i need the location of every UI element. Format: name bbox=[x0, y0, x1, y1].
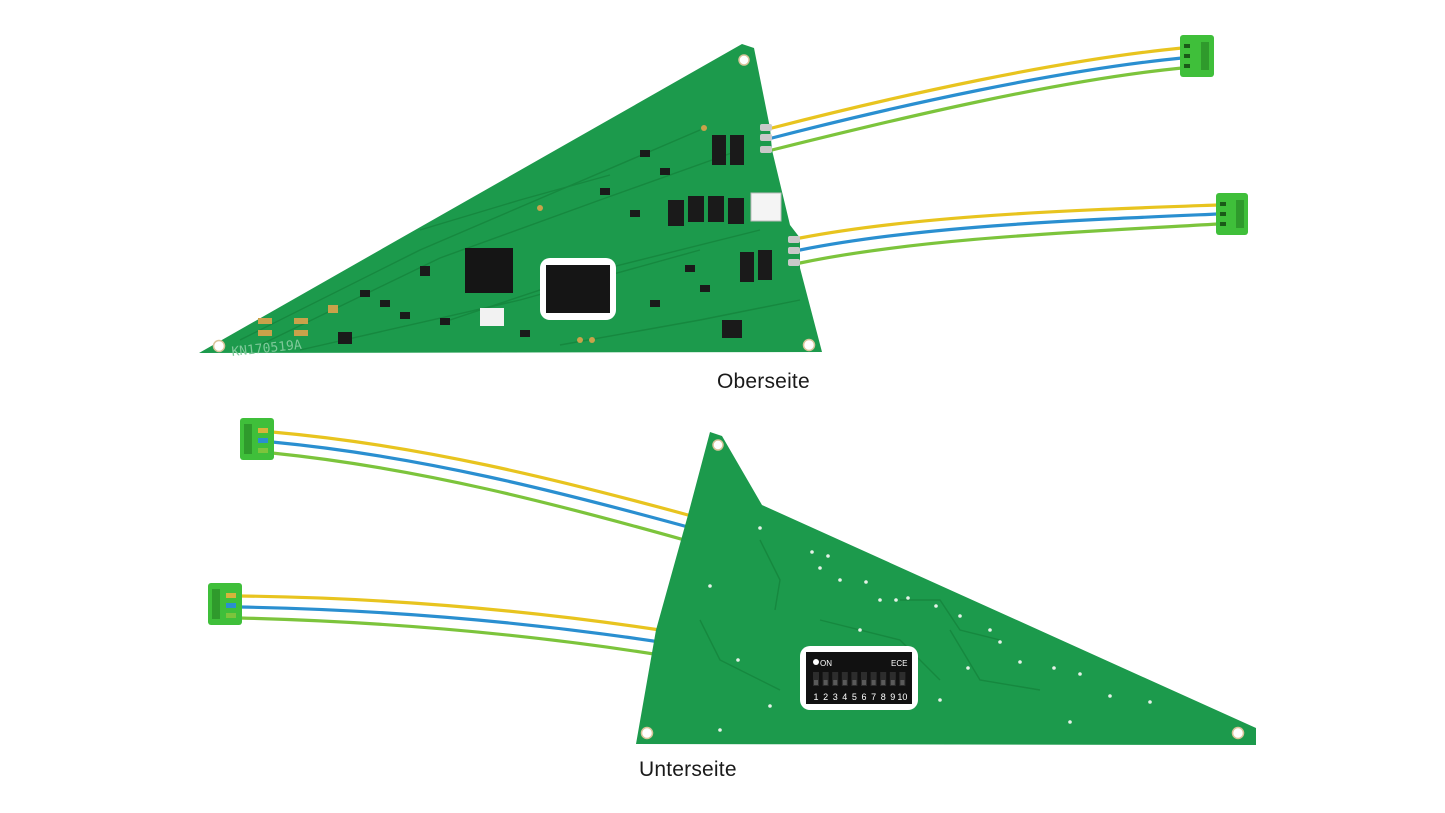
top-gold-pads bbox=[258, 125, 707, 343]
top-large-ic bbox=[540, 258, 616, 320]
top-hole-left bbox=[212, 339, 226, 353]
dip-key-4 bbox=[841, 672, 848, 686]
dip-knob-8 bbox=[881, 680, 886, 685]
top-wire-pads bbox=[760, 124, 800, 266]
dip-number-1: 1 bbox=[813, 692, 818, 702]
dip-brand-label: ECE bbox=[891, 659, 907, 668]
bottom-upper-wires bbox=[270, 430, 690, 543]
dip-knob-2 bbox=[823, 680, 828, 685]
dip-key-10 bbox=[899, 672, 906, 686]
top-hole-top bbox=[738, 54, 750, 66]
dip-on-label: ON bbox=[820, 659, 832, 668]
top-upper-connector bbox=[1180, 35, 1214, 77]
top-hole-right bbox=[802, 338, 816, 352]
top-board: KN170519A bbox=[199, 35, 1248, 360]
dip-key-5 bbox=[851, 672, 858, 686]
dip-knob-7 bbox=[871, 680, 876, 685]
top-pcb bbox=[199, 44, 822, 353]
dip-key-3 bbox=[832, 672, 839, 686]
top-upper-wires bbox=[770, 46, 1184, 152]
top-lower-connector bbox=[1216, 193, 1248, 235]
dip-key-1 bbox=[813, 672, 819, 686]
top-white-component bbox=[480, 308, 504, 326]
top-components bbox=[338, 135, 772, 344]
dip-number-4: 4 bbox=[842, 692, 847, 702]
bottom-lower-connector bbox=[208, 583, 242, 625]
dip-knob-3 bbox=[833, 680, 838, 685]
bottom-hole-top bbox=[712, 439, 724, 451]
caption-top-side: Oberseite bbox=[717, 370, 810, 393]
bottom-hole-left bbox=[640, 726, 654, 740]
dip-knob-1 bbox=[814, 680, 818, 685]
dip-number-3: 3 bbox=[833, 692, 838, 702]
bottom-traces bbox=[699, 539, 1041, 691]
dip-knob-10 bbox=[900, 680, 905, 685]
dip-key-9 bbox=[889, 672, 896, 686]
dip-knob-4 bbox=[842, 680, 847, 685]
top-serial-silkscreen: KN170519A bbox=[231, 338, 303, 360]
dip-number-6: 6 bbox=[861, 692, 866, 702]
dip-knob-9 bbox=[890, 680, 895, 685]
dip-number-9: 9 bbox=[890, 692, 895, 702]
dip-key-row bbox=[813, 672, 906, 686]
dip-number-2: 2 bbox=[823, 692, 828, 702]
caption-bottom-side: Unterseite bbox=[639, 758, 737, 781]
dip-key-6 bbox=[861, 672, 867, 686]
dip-key-2 bbox=[822, 672, 829, 686]
dip-knob-6 bbox=[862, 680, 866, 685]
dip-key-8 bbox=[880, 672, 887, 686]
top-microcontroller bbox=[465, 248, 513, 293]
bottom-upper-connector bbox=[240, 418, 274, 460]
top-lower-wires bbox=[798, 203, 1220, 265]
dip-number-7: 7 bbox=[871, 692, 876, 702]
top-white-socket bbox=[750, 192, 782, 222]
dip-number-8: 8 bbox=[881, 692, 886, 702]
dip-number-10: 10 bbox=[897, 692, 907, 702]
bottom-vias bbox=[708, 526, 1152, 732]
dip-knob-5 bbox=[852, 680, 857, 685]
bottom-hole-right bbox=[1231, 726, 1245, 740]
dip-number-5: 5 bbox=[852, 692, 857, 702]
dip-key-7 bbox=[870, 672, 877, 686]
bottom-pcb bbox=[636, 432, 1256, 745]
bottom-lower-wires bbox=[238, 594, 662, 657]
